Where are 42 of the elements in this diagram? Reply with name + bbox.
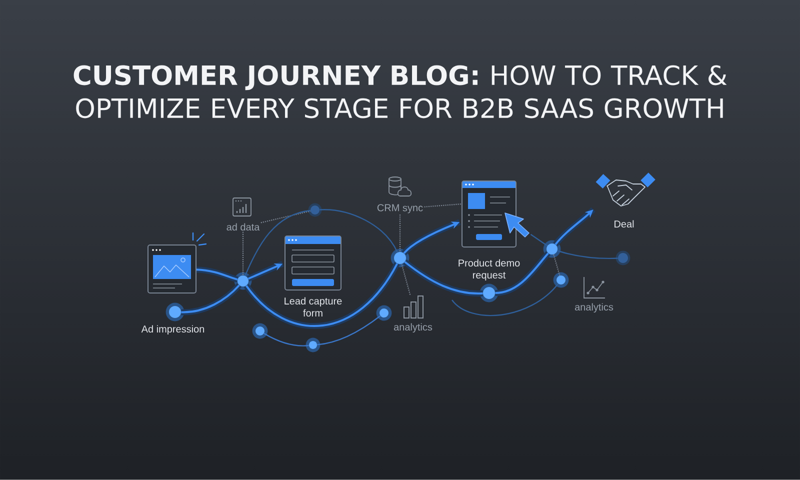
stage-label: Product demo request: [458, 259, 520, 281]
dot: [376, 305, 392, 321]
dot: [306, 338, 320, 352]
dotted-line: [401, 264, 411, 295]
dot: [234, 272, 252, 290]
cursor-icon: [504, 212, 530, 238]
arrow: [247, 261, 284, 282]
arrow: [553, 207, 596, 246]
dot: [616, 250, 630, 266]
data-label: analytics: [394, 323, 432, 333]
stage-label: Deal: [614, 220, 634, 228]
connector-line: [557, 250, 618, 260]
title: CUSTOMER JOURNEY BLOG: HOW TO TRACK & OPTIMIZE EVERY STAGE FOR B2B SAAS GROWTH: [74, 65, 727, 118]
connector-line: [264, 332, 309, 346]
dot: [252, 323, 268, 339]
arrow: [402, 219, 461, 256]
stage-label: Ad impression: [141, 325, 204, 335]
connector-line: [452, 283, 559, 316]
connector-line: [244, 210, 310, 276]
dotted-line: [424, 203, 462, 208]
connector-line: [196, 266, 238, 282]
connector-line: [181, 283, 242, 316]
data-label: CRM sync: [377, 204, 423, 214]
dot: [553, 272, 569, 288]
dot: [543, 240, 561, 258]
stage-label: Lead capture form: [284, 297, 342, 317]
image-ad-window: [148, 244, 196, 294]
dot: [480, 284, 498, 302]
connector-line: [403, 260, 483, 296]
connector-line: [244, 262, 400, 329]
data-label: ad data: [226, 223, 260, 231]
connector-line: [317, 315, 381, 346]
connector-line: [494, 251, 550, 296]
dotted-line: [260, 210, 311, 224]
connector-line: [320, 209, 398, 253]
connector-line: [530, 234, 548, 246]
dot: [390, 248, 410, 268]
dotted-line: [242, 232, 244, 276]
dot: [308, 203, 322, 217]
dotted-line: [553, 254, 560, 276]
dotted-line: [399, 214, 401, 252]
data-label: analytics: [574, 303, 614, 313]
